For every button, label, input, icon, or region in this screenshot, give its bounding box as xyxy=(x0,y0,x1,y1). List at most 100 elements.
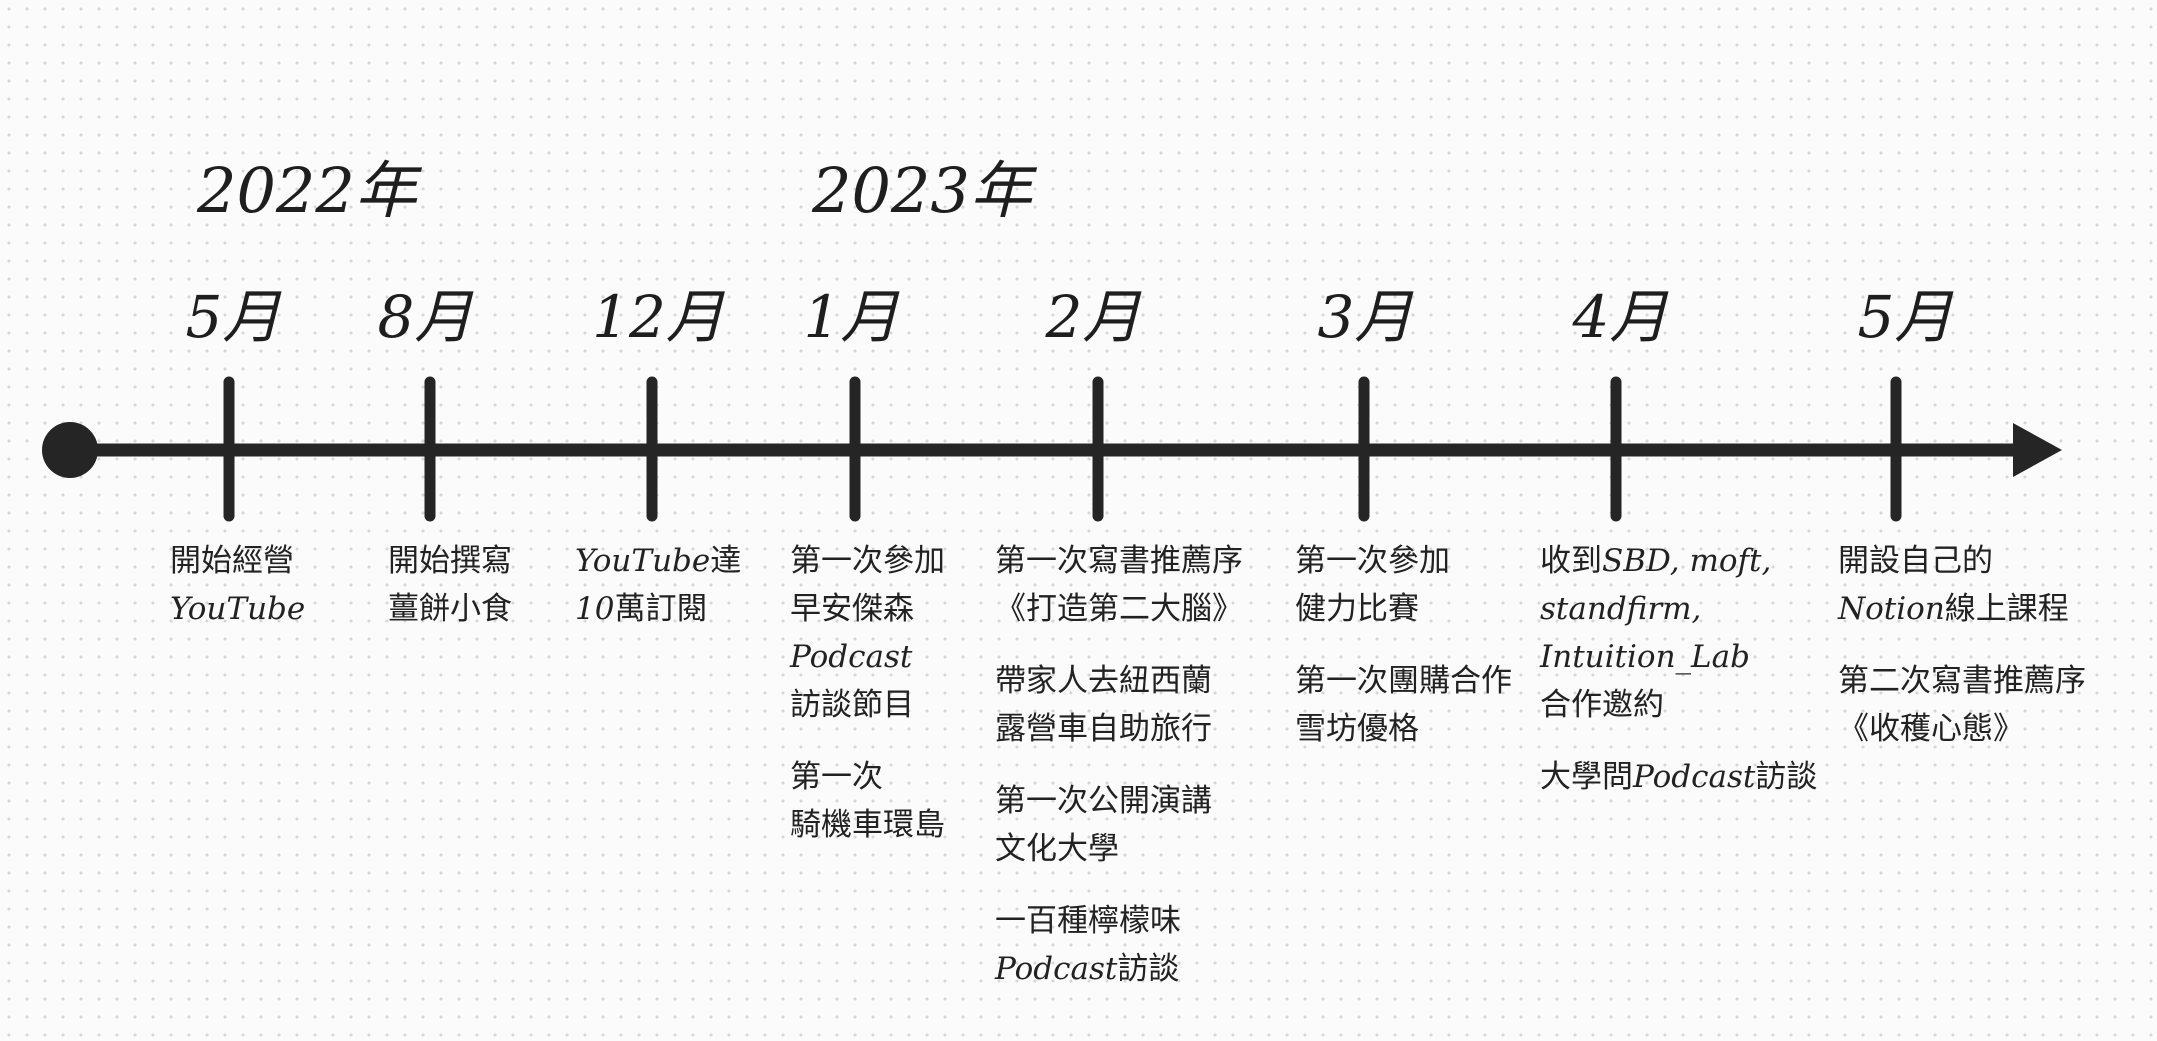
timeline-event: 第一次參加早安傑森 Podcast 訪談節目 xyxy=(790,537,945,729)
event-line: Notion線上課程 xyxy=(1838,585,2069,633)
event-text: 露營車自助旅行 xyxy=(995,711,1212,747)
event-line: 大學問Podcast訪談 xyxy=(1540,753,1817,801)
event-line: 第一次參加 xyxy=(790,537,945,585)
event-text: SBD, moft, xyxy=(1602,543,1772,579)
event-text: 第一次參加 xyxy=(790,543,945,579)
month-label: 5月 xyxy=(1857,283,1953,351)
event-line: 第二次寫書推薦序 xyxy=(1838,657,2086,705)
event-text: 收到 xyxy=(1540,543,1602,579)
timeline-event: 開設自己的 Notion線上課程 xyxy=(1838,537,2069,633)
event-line: 開設自己的 xyxy=(1838,537,2069,585)
event-text: 雪坊優格 xyxy=(1295,711,1419,747)
event-text: 萬訂閱 xyxy=(614,591,708,627)
month-label: 12月 xyxy=(592,283,724,351)
event-text: 第二次寫書推薦序 xyxy=(1838,663,2086,699)
event-line: standfirm, xyxy=(1540,585,1771,633)
event-text: 達 xyxy=(710,543,742,579)
event-line: 文化大學 xyxy=(995,825,1212,873)
event-text: standfirm, xyxy=(1540,591,1702,627)
event-line: 收到SBD, moft, xyxy=(1540,537,1771,585)
event-text: 《打造第二大腦》 xyxy=(995,591,1243,627)
event-line: 騎機車環島 xyxy=(790,801,945,849)
year-label-2022: 2022年 xyxy=(197,154,417,227)
event-text: Podcast xyxy=(995,951,1118,987)
event-text: 健力比賽 xyxy=(1295,591,1419,627)
event-text: 訪談 xyxy=(1117,951,1180,987)
year-label-2023: 2023年 xyxy=(812,154,1032,227)
event-text: 10 xyxy=(575,591,615,627)
event-text: 早安傑森 xyxy=(790,591,914,627)
event-text: YouTube xyxy=(575,543,711,579)
event-text: 訪談 xyxy=(1755,759,1818,795)
month-label: 3月 xyxy=(1317,283,1413,351)
event-text: 文化大學 xyxy=(995,831,1119,867)
event-text: 開始撰寫 xyxy=(388,543,512,579)
event-text: 開設自己的 xyxy=(1838,543,1993,579)
month-label: 8月 xyxy=(377,283,473,351)
event-line: 《收穫心態》 xyxy=(1838,705,2086,753)
event-text: Notion xyxy=(1838,591,1945,627)
month-label: 2月 xyxy=(1045,283,1141,351)
event-line: 合作邀約 xyxy=(1540,681,1771,729)
event-text: 薑餅小食 xyxy=(388,591,512,627)
event-line: 訪談節目 xyxy=(790,681,945,729)
event-line: 第一次參加 xyxy=(1295,537,1450,585)
event-text: 帶家人去紐西蘭 xyxy=(995,663,1212,699)
event-text: Intuition_Lab xyxy=(1540,639,1750,675)
timeline-event: 開始經營 YouTube xyxy=(170,537,305,633)
event-line: 10萬訂閱 xyxy=(575,585,741,633)
event-text: 第一次參加 xyxy=(1295,543,1450,579)
event-line: 第一次公開演講 xyxy=(995,777,1212,825)
timeline-event: 開始撰寫薑餅小食 xyxy=(388,537,512,633)
event-line: 帶家人去紐西蘭 xyxy=(995,657,1212,705)
event-line: 第一次 xyxy=(790,753,945,801)
timeline-arrow-head xyxy=(2013,423,2062,477)
event-line: 第一次團購合作 xyxy=(1295,657,1512,705)
timeline-event: 第一次寫書推薦序《打造第二大腦》 xyxy=(995,537,1243,633)
timeline-event: 帶家人去紐西蘭露營車自助旅行 xyxy=(995,657,1212,753)
event-text: 合作邀約 xyxy=(1540,687,1664,723)
event-text: 第一次公開演講 xyxy=(995,783,1212,819)
timeline-event: 收到SBD, moft, standfirm, Intuition_Lab 合作邀約 xyxy=(1540,537,1771,729)
timeline-event: 第一次騎機車環島 xyxy=(790,753,945,849)
month-label: 5月 xyxy=(185,283,281,351)
month-label: 1月 xyxy=(803,283,899,351)
event-line: YouTube xyxy=(170,585,305,633)
event-line: 開始經營 xyxy=(170,537,305,585)
event-line: Intuition_Lab xyxy=(1540,633,1771,681)
event-text: 大學問 xyxy=(1540,759,1633,795)
event-line: 薑餅小食 xyxy=(388,585,512,633)
event-text: 第一次 xyxy=(790,759,883,795)
event-line: Podcast xyxy=(790,633,945,681)
event-text: 騎機車環島 xyxy=(790,807,945,843)
event-line: 露營車自助旅行 xyxy=(995,705,1212,753)
timeline-ticks xyxy=(223,376,1902,522)
event-text: 訪談節目 xyxy=(790,687,914,723)
timeline-event: 大學問Podcast訪談 xyxy=(1540,753,1817,801)
event-text: 開始經營 xyxy=(170,543,294,579)
event-text: YouTube xyxy=(170,591,306,627)
event-text: 第一次寫書推薦序 xyxy=(995,543,1243,579)
event-line: 開始撰寫 xyxy=(388,537,512,585)
event-text: 第一次團購合作 xyxy=(1295,663,1512,699)
event-text: 線上課程 xyxy=(1944,591,2069,627)
event-text: Podcast xyxy=(790,639,913,675)
event-line: 雪坊優格 xyxy=(1295,705,1512,753)
event-line: YouTube達 xyxy=(575,537,741,585)
timeline-event: 一百種檸檬味 Podcast訪談 xyxy=(995,897,1181,993)
timeline-event: 第二次寫書推薦序《收穫心態》 xyxy=(1838,657,2086,753)
timeline-event: 第一次參加健力比賽 xyxy=(1295,537,1450,633)
event-line: 一百種檸檬味 xyxy=(995,897,1181,945)
timeline-event: 第一次公開演講文化大學 xyxy=(995,777,1212,873)
event-text: 《收穫心態》 xyxy=(1838,711,2024,747)
event-text: Podcast xyxy=(1633,759,1756,795)
event-line: 早安傑森 xyxy=(790,585,945,633)
event-line: 《打造第二大腦》 xyxy=(995,585,1243,633)
event-line: Podcast訪談 xyxy=(995,945,1181,993)
event-line: 第一次寫書推薦序 xyxy=(995,537,1243,585)
month-label: 4月 xyxy=(1572,283,1668,351)
event-text: 一百種檸檬味 xyxy=(995,903,1181,939)
